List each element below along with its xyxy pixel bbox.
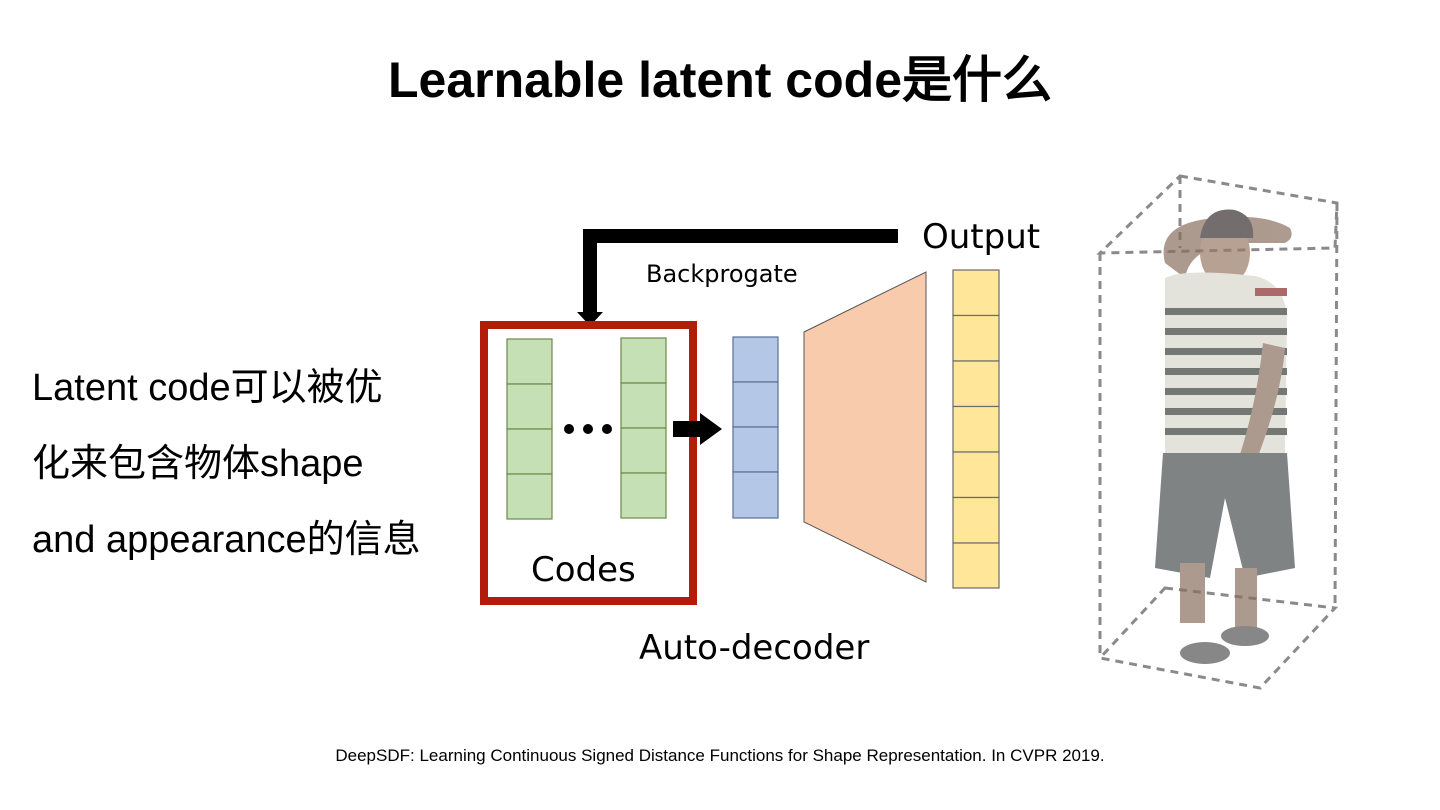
code-vector-1: [506, 338, 553, 520]
backprop-label: Backprogate: [646, 260, 798, 288]
body-line: 化来包含物体shape: [32, 443, 364, 485]
output-label: Output: [922, 217, 1040, 257]
code-cell: [506, 338, 553, 385]
latent-cell: [732, 336, 779, 383]
output-cell: [952, 405, 1000, 453]
decoder-label: Auto-decoder: [639, 628, 869, 668]
latent-vector: [732, 336, 779, 519]
citation: DeepSDF: Learning Continuous Signed Dist…: [335, 746, 1105, 765]
output-cell: [952, 314, 1000, 362]
body-line: Latent code可以被优: [32, 367, 383, 409]
output-cell: [952, 542, 1000, 589]
output-cell: [952, 451, 1000, 499]
codes-label: Codes: [531, 550, 636, 590]
ellipsis-dots: [564, 424, 612, 434]
body-line: and appearance的信息: [32, 519, 421, 561]
person-illustration: [1096, 174, 1339, 690]
body-text: Latent code可以被优 化来包含物体shape and appearan…: [32, 350, 462, 578]
decoder-block: [803, 271, 927, 583]
latent-cell: [732, 426, 779, 473]
output-vector: [952, 269, 1000, 589]
code-cell: [620, 337, 667, 384]
latent-cell: [732, 471, 779, 519]
code-cell: [620, 472, 667, 519]
output-cell: [952, 269, 1000, 317]
code-cell: [620, 382, 667, 429]
slide-title: Learnable latent code是什么: [387, 52, 1053, 108]
latent-cell: [732, 381, 779, 428]
output-cell: [952, 360, 1000, 408]
code-cell: [506, 473, 553, 520]
forward-arrow: [673, 413, 722, 445]
code-cell: [506, 383, 553, 430]
code-vector-2: [620, 337, 667, 519]
codes-frame: [480, 321, 697, 605]
code-cell: [506, 428, 553, 475]
person-figure: [1155, 209, 1295, 664]
output-cell: [952, 496, 1000, 544]
backprop-arrow: [577, 229, 898, 326]
code-cell: [620, 427, 667, 474]
